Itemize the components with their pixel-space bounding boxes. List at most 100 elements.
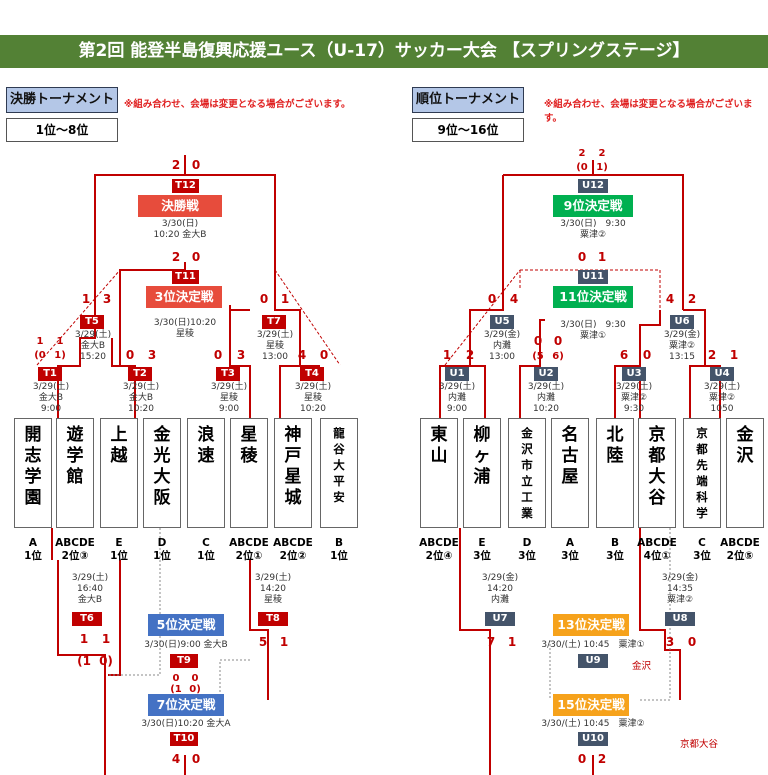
match-info-T3: 3/29(土) 星稜 9:00 bbox=[210, 382, 248, 414]
match-info-U6: 3/29(金) 粟津② 13:15 bbox=[663, 330, 701, 362]
score: 0 bbox=[125, 348, 135, 362]
match-info-U3: 3/29(土) 粟津② 9:30 bbox=[615, 382, 653, 414]
team-rank: B 1位 bbox=[330, 537, 348, 562]
page-title: 第2回 能登半島復興応援ユース（U-17）サッカー大会 【スプリングステージ】 bbox=[0, 35, 768, 68]
match-info-T4: 3/29(土) 星稜 10:20 bbox=[294, 382, 332, 414]
score: 1) bbox=[596, 162, 608, 173]
score: 2 bbox=[578, 148, 586, 159]
team-box: 開 志 学 園 bbox=[14, 418, 52, 528]
match-info-U9: 3/30/(土) 10:45 粟津① bbox=[541, 640, 645, 650]
match-info-T6: 3/29(土) 16:40 金大B bbox=[71, 573, 109, 605]
stage-final: 決勝戦 bbox=[138, 195, 222, 217]
score: 3 bbox=[102, 292, 112, 306]
score: 1 bbox=[36, 336, 44, 347]
match-code-T11: T11 bbox=[172, 270, 199, 284]
team-rank: C 1位 bbox=[197, 537, 215, 562]
stage-eleventh: 11位決定戦 bbox=[553, 286, 633, 308]
match-code-T6: T6 bbox=[72, 612, 102, 626]
score: 2 bbox=[597, 752, 607, 766]
score: 1 bbox=[507, 635, 517, 649]
team-rank: E 1位 bbox=[110, 537, 128, 562]
score: (0 bbox=[34, 350, 46, 361]
match-info-T9: 3/30(日)9:00 金大B bbox=[144, 640, 228, 650]
score: 0 bbox=[553, 334, 563, 348]
right-note: ※組み合わせ、会場は変更となる場合がございます。 bbox=[544, 99, 753, 124]
score: 0 bbox=[191, 250, 201, 264]
match-info-U8: 3/29(金) 14:35 粟津② bbox=[661, 573, 699, 605]
match-code-T1: T1 bbox=[38, 367, 62, 381]
match-code-U11: U11 bbox=[578, 270, 608, 284]
team-rank: D 1位 bbox=[153, 537, 171, 562]
score: 1 bbox=[597, 250, 607, 264]
team-rank: C 3位 bbox=[693, 537, 711, 562]
team-box: 星 稜 bbox=[230, 418, 268, 528]
score: 1 bbox=[280, 292, 290, 306]
match-code-T3: T3 bbox=[216, 367, 240, 381]
stage-fifth: 5位決定戦 bbox=[148, 614, 224, 636]
score: 0 bbox=[577, 752, 587, 766]
team-rank: A 1位 bbox=[24, 537, 42, 562]
score: 1 bbox=[442, 348, 452, 362]
team-box: 名 古 屋 bbox=[551, 418, 589, 528]
score: 3 bbox=[147, 348, 157, 362]
match-code-U7: U7 bbox=[485, 612, 515, 626]
score: 2 bbox=[465, 348, 475, 362]
team-rank: ABCDE 2位③ bbox=[55, 537, 95, 562]
score: 3 bbox=[665, 635, 675, 649]
match-code-U10: U10 bbox=[578, 732, 608, 746]
team-box: 金 沢 市 立 工 業 bbox=[508, 418, 546, 528]
match-info-T7: 3/29(土) 星稜 13:00 bbox=[256, 330, 294, 362]
match-code-T7: T7 bbox=[262, 315, 286, 329]
match-code-U6: U6 bbox=[670, 315, 694, 329]
score: 1 bbox=[56, 336, 64, 347]
score: (0 bbox=[576, 162, 588, 173]
score: (1 bbox=[170, 684, 182, 695]
team-rank: A 3位 bbox=[561, 537, 579, 562]
team-rank: ABCDE 2位④ bbox=[419, 537, 459, 562]
score: 0) bbox=[189, 684, 201, 695]
right-range: 9位～16位 bbox=[412, 118, 524, 142]
team-box: 金 光 大 阪 bbox=[143, 418, 181, 528]
match-info-T2: 3/29(土) 金大B 10:20 bbox=[122, 382, 160, 414]
score: 0 bbox=[319, 348, 329, 362]
score: 4 bbox=[509, 292, 519, 306]
team-box: 上 越 bbox=[100, 418, 138, 528]
team-box: 龍 谷 大 平 安 bbox=[320, 418, 358, 528]
score: 1 bbox=[279, 635, 289, 649]
team-box: 金 沢 bbox=[726, 418, 764, 528]
team-box: 東 山 bbox=[420, 418, 458, 528]
match-code-T9: T9 bbox=[170, 654, 198, 668]
team-rank: ABCDE 2位② bbox=[273, 537, 313, 562]
score: 1 bbox=[729, 348, 739, 362]
match-code-T5: T5 bbox=[80, 315, 104, 329]
score: 7 bbox=[486, 635, 496, 649]
score: 0 bbox=[487, 292, 497, 306]
winner-note-kyoto: 京都大谷 bbox=[680, 739, 719, 750]
score: 1 bbox=[79, 632, 89, 646]
score: 4 bbox=[171, 752, 181, 766]
match-info-T11: 3/30(日)10:20 星稜 bbox=[153, 318, 217, 339]
match-code-U4: U4 bbox=[710, 367, 734, 381]
stage-seventh: 7位決定戦 bbox=[148, 694, 224, 716]
match-info-U5: 3/29(金) 内灘 13:00 bbox=[483, 330, 521, 362]
match-info-U12: 3/30(日) 9:30 粟津② bbox=[560, 219, 626, 240]
match-info-T1: 3/29(土) 金大B 9:00 bbox=[32, 382, 70, 414]
score: 0 bbox=[642, 348, 652, 362]
match-code-T12: T12 bbox=[172, 179, 199, 193]
score: 3 bbox=[236, 348, 246, 362]
left-note: ※組み合わせ、会場は変更となる場合がございます。 bbox=[124, 99, 351, 110]
match-code-U1: U1 bbox=[445, 367, 469, 381]
team-rank: ABCDE 2位① bbox=[229, 537, 269, 562]
stage-fifteenth: 15位決定戦 bbox=[553, 694, 629, 716]
score: 1) bbox=[54, 350, 66, 361]
match-info-U2: 3/29(土) 内灘 10:20 bbox=[527, 382, 565, 414]
score: 6 bbox=[619, 348, 629, 362]
match-info-T10: 3/30(日)10:20 金大A bbox=[141, 719, 231, 729]
team-box: 柳 ヶ 浦 bbox=[463, 418, 501, 528]
stage-ninth: 9位決定戦 bbox=[553, 195, 633, 217]
score: 0 bbox=[213, 348, 223, 362]
match-code-U9: U9 bbox=[578, 654, 608, 668]
match-code-T4: T4 bbox=[300, 367, 324, 381]
left-heading: 決勝トーナメント bbox=[6, 87, 118, 113]
score: 2 bbox=[707, 348, 717, 362]
